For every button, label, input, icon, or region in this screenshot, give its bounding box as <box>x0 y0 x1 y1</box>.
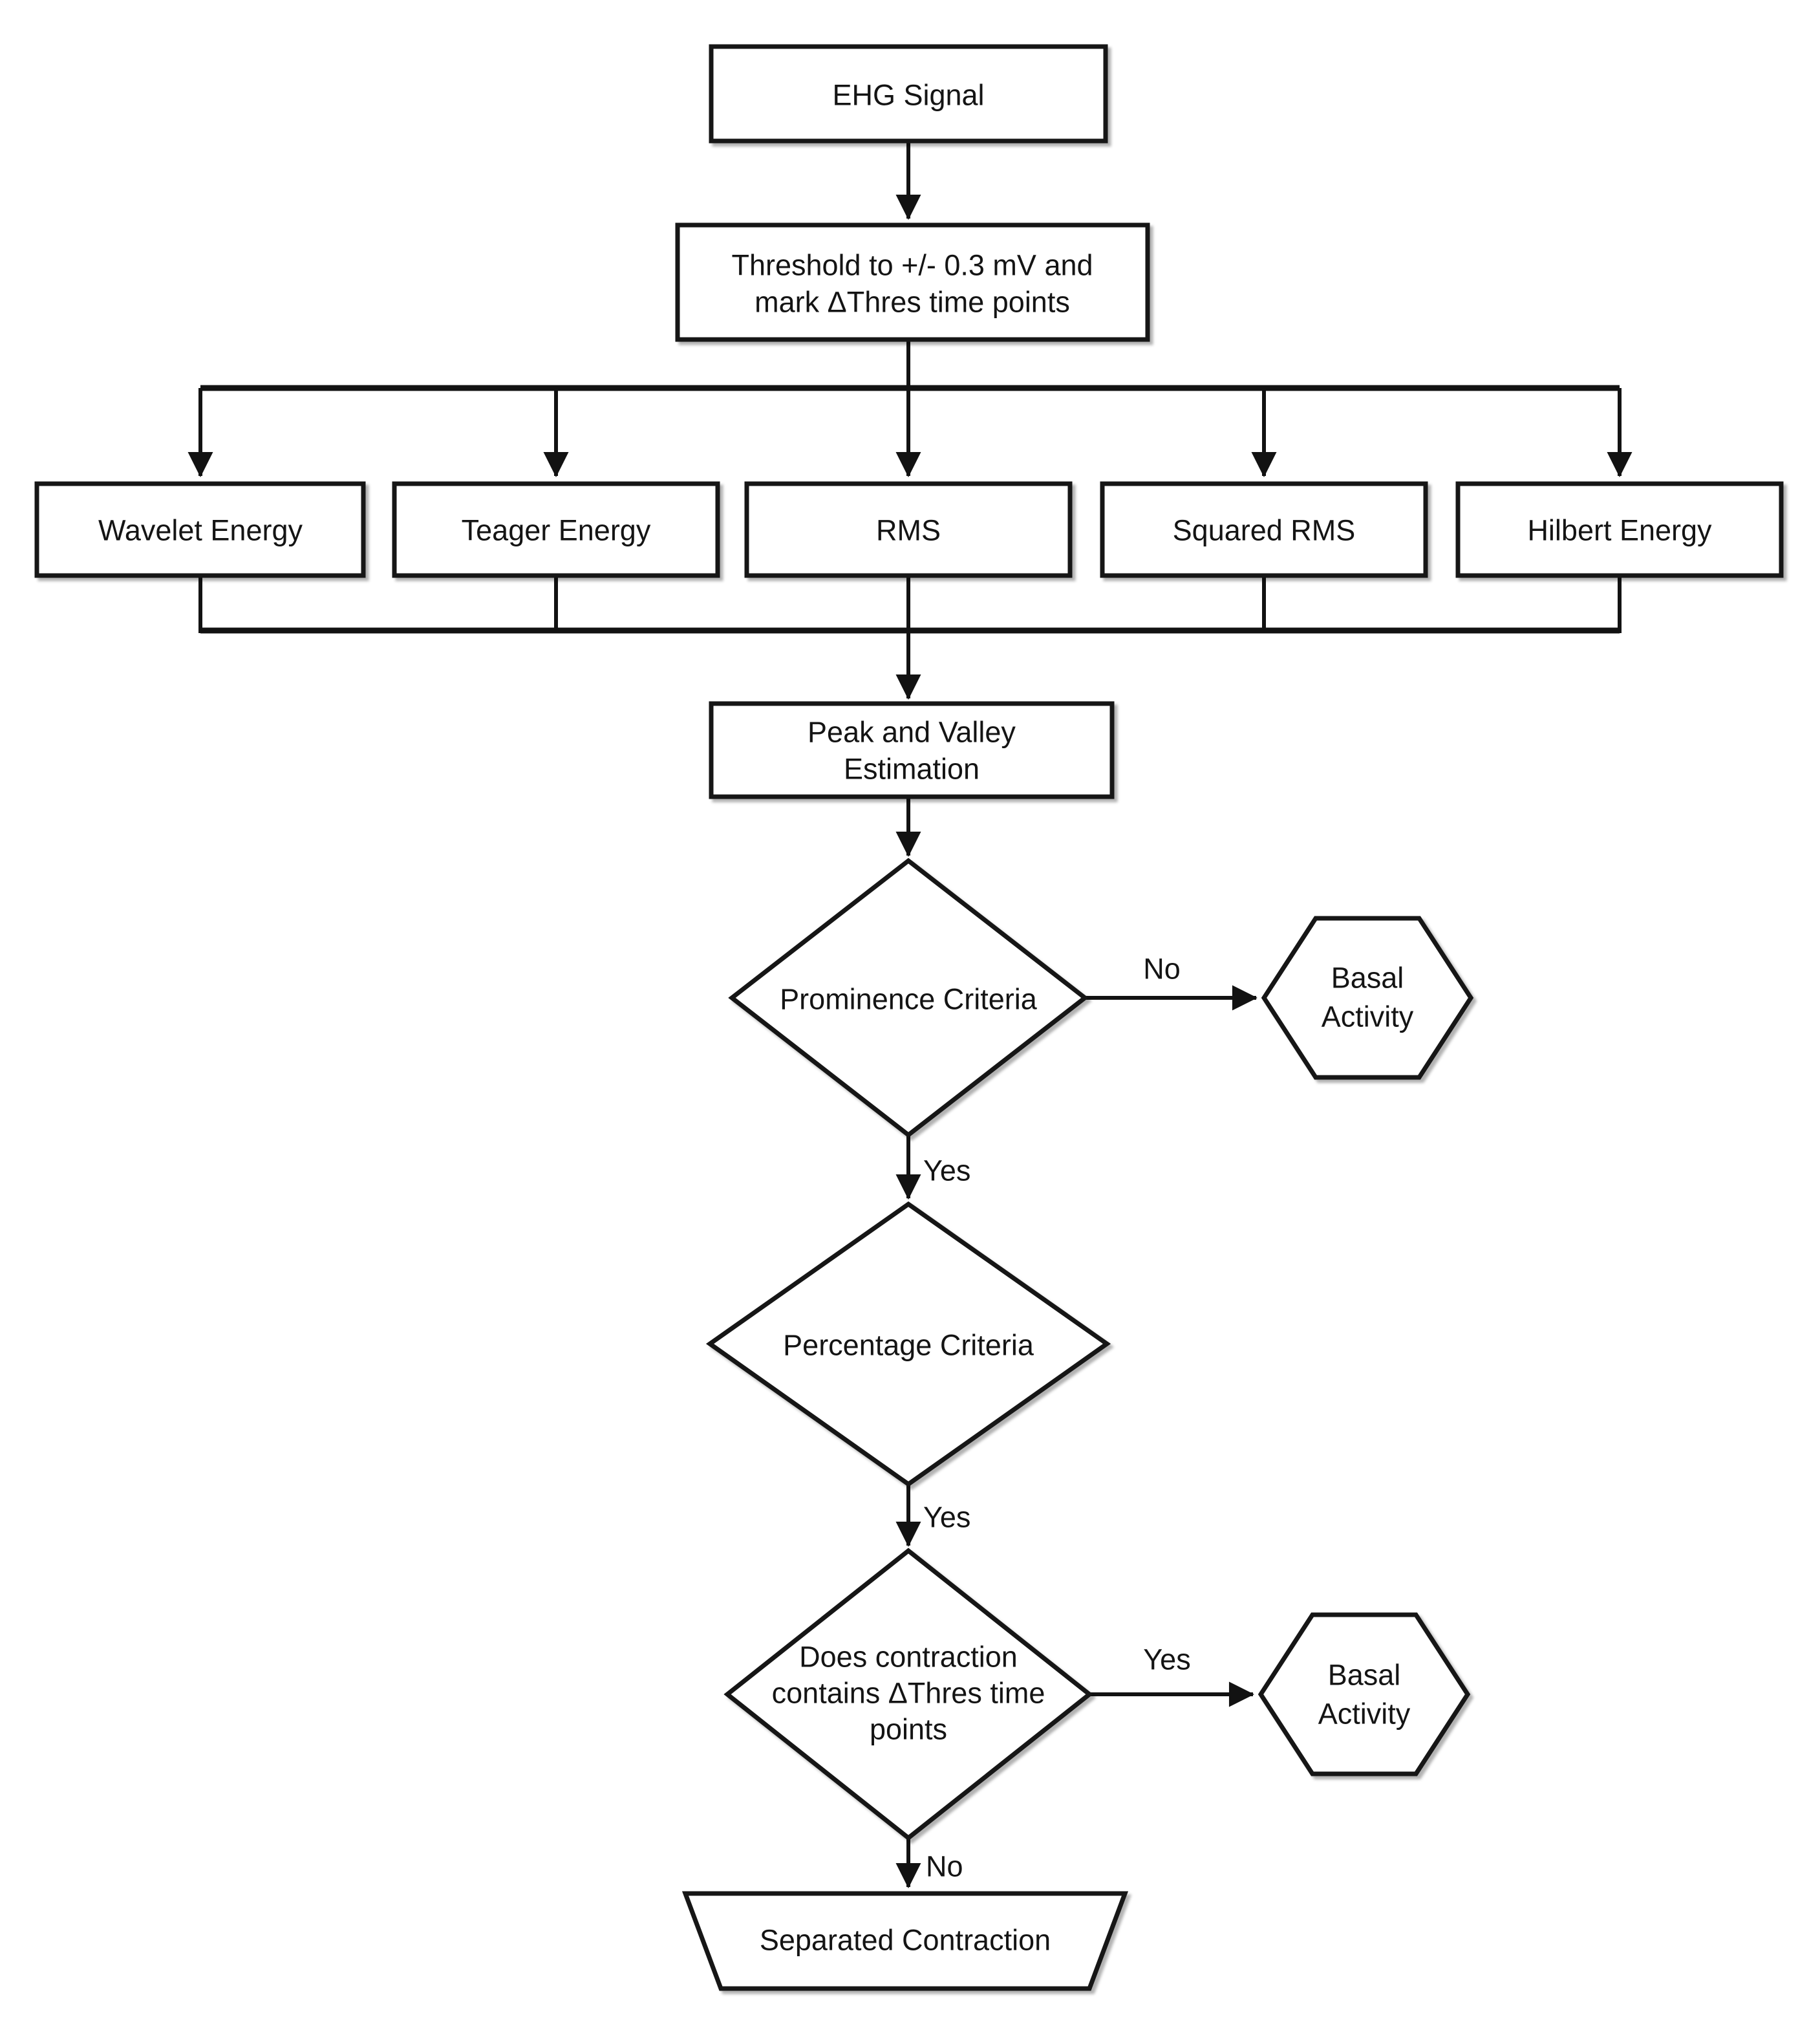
edge-label-prominence-yes: Yes <box>923 1154 970 1187</box>
node-contraction-check-label-line1: Does contraction <box>799 1641 1018 1674</box>
node-hilbert-energy-label: Hilbert Energy <box>1527 514 1712 547</box>
node-basal-activity-2-label-line2: Activity <box>1318 1698 1411 1731</box>
node-prominence-criteria-label: Prominence Criteria <box>780 983 1038 1016</box>
node-threshold <box>675 222 1150 342</box>
node-basal-activity-2-label-line1: Basal <box>1328 1659 1401 1692</box>
edge-label-prominence-no: No <box>1143 953 1181 986</box>
node-squared-rms <box>1100 481 1428 578</box>
nodes <box>34 44 1784 1991</box>
node-percentage-criteria <box>705 1201 1111 1487</box>
node-prominence-criteria <box>728 858 1089 1138</box>
edge-labels: No Yes Yes Yes No <box>923 953 1191 1883</box>
node-peak-valley-label-line1: Peak and Valley <box>808 716 1016 749</box>
node-labels: EHG Signal Threshold to +/- 0.3 mV and m… <box>98 79 1712 1957</box>
node-percentage-criteria-label: Percentage Criteria <box>783 1329 1034 1362</box>
node-basal-activity-1-label-line2: Activity <box>1322 1000 1414 1033</box>
node-peak-valley <box>709 701 1115 799</box>
node-hilbert-energy <box>1455 481 1784 578</box>
node-separated-contraction <box>681 1891 1129 1991</box>
node-basal-activity-1 <box>1261 916 1474 1080</box>
edges <box>187 141 1633 1888</box>
node-contraction-check <box>723 1548 1093 1841</box>
node-basal-activity-1-label-line1: Basal <box>1331 962 1404 995</box>
node-contraction-check-label-line2: contains ΔThres time <box>772 1677 1045 1710</box>
node-teager-energy <box>392 481 720 578</box>
node-squared-rms-label: Squared RMS <box>1173 514 1356 547</box>
node-contraction-check-label-line3: points <box>870 1713 947 1746</box>
node-rms <box>744 481 1073 578</box>
node-ehg-signal <box>709 44 1108 144</box>
edge-label-contraction-no: No <box>926 1850 963 1883</box>
node-ehg-signal-label: EHG Signal <box>832 79 984 112</box>
node-threshold-label-line2: mark ΔThres time points <box>755 286 1070 319</box>
node-separated-contraction-label: Separated Contraction <box>760 1924 1051 1957</box>
node-wavelet-energy <box>34 481 366 578</box>
node-teager-energy-label: Teager Energy <box>462 514 651 547</box>
node-threshold-label-line1: Threshold to +/- 0.3 mV and <box>731 249 1093 282</box>
node-rms-label: RMS <box>876 514 941 547</box>
node-wavelet-energy-label: Wavelet Energy <box>98 514 303 547</box>
edge-label-contraction-yes: Yes <box>1143 1643 1190 1676</box>
node-basal-activity-2 <box>1258 1612 1471 1776</box>
edge-label-percentage-yes: Yes <box>923 1501 970 1534</box>
node-peak-valley-label-line2: Estimation <box>844 753 980 786</box>
